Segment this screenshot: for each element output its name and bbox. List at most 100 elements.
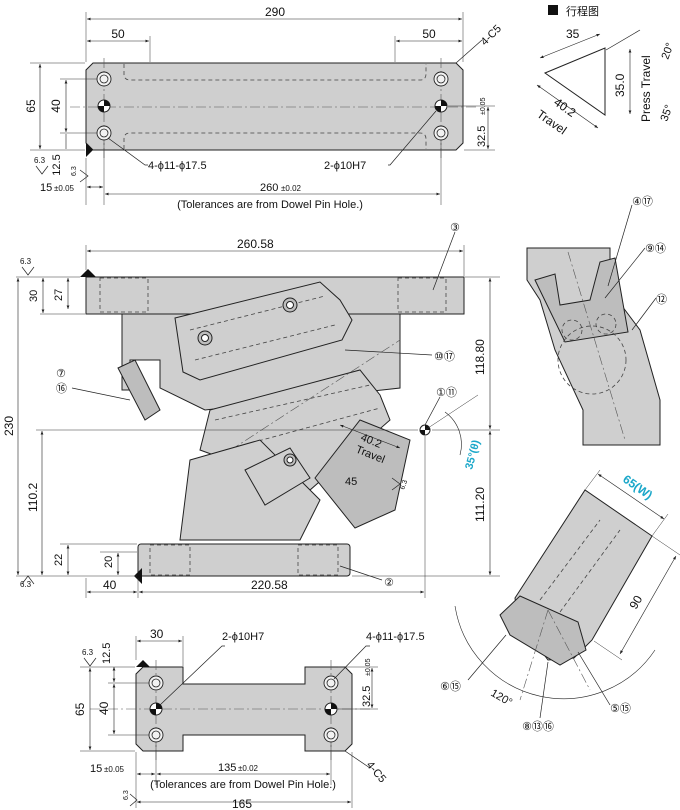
side-slider — [534, 257, 629, 343]
dim-top-span-tol: ±0.02 — [281, 184, 302, 193]
side-callout-2: ⑫ — [656, 293, 667, 306]
dim-front-x40: 40 — [103, 578, 117, 592]
dim-front-total: 230 — [2, 416, 16, 436]
front-roughness-label-c: 6.3 — [399, 479, 409, 491]
top-holes-label: 4-ϕ11-ϕ17.5 — [148, 160, 207, 172]
bottom-hole-ll — [148, 727, 164, 743]
dim-bottom-span-tol: ±0.02 — [238, 764, 259, 773]
bottom-view: 30 2-ϕ10H7 4-ϕ11-ϕ17.5 12.5 6.3 65 40 32… — [73, 627, 425, 810]
front-bolt-b-icon — [201, 334, 209, 342]
stroke-height: 35.0 — [613, 73, 627, 97]
top-hole-lr — [433, 125, 449, 141]
dim-front-base-width: 220.58 — [251, 578, 288, 592]
side-callout-1: ⑨⑭ — [645, 242, 666, 255]
rot-centerline — [519, 609, 549, 701]
dim-front-h27: 27 — [53, 289, 65, 301]
dim-top-span: 260 — [260, 182, 278, 194]
bottom-tolerance-note: (Tolerances are from Dowel Pin Hole.) — [150, 779, 336, 791]
front-callout-5: ② — [384, 577, 394, 589]
bottom-roughness-icon-b — [129, 793, 138, 807]
bottom-holes-label: 4-ϕ11-ϕ17.5 — [366, 631, 425, 643]
dim-front-h22: 22 — [53, 554, 65, 566]
dim-top-right-offset: 50 — [422, 27, 436, 41]
stroke-angle-top: 20° — [660, 41, 677, 61]
bottom-roughness-label: 6.3 — [82, 648, 94, 657]
top-hidden-line-b — [123, 132, 427, 149]
front-bolt-c-icon — [286, 456, 294, 464]
front-callout-2: ⑯ — [56, 382, 67, 395]
dim-bottom-w30: 30 — [150, 627, 164, 641]
dim-bottom-overall: 165 — [232, 797, 252, 810]
dim-front-lower-right: 111.20 — [473, 487, 487, 522]
front-base-datum-mark — [134, 568, 142, 584]
dim-top-edge-x-tol: ±0.05 — [54, 184, 75, 193]
dim-bottom-inner: 40 — [97, 701, 111, 715]
legend-title: 行程图 — [566, 5, 599, 18]
side-callout-0: ④⑰ — [632, 195, 653, 208]
top-view: 290 50 50 4-C5 65 40 12.5 6.3 6.3 32.5 ± — [24, 5, 504, 211]
front-handle — [117, 359, 161, 421]
dim-top-inner-height: 40 — [49, 99, 63, 113]
dim-front-lower: 110.2 — [26, 483, 40, 512]
rot-wedge — [499, 595, 587, 666]
rot-len: 90 — [626, 593, 645, 612]
bottom-hole-lr — [323, 727, 339, 743]
rot-callout-1: ⑧⑬⑯ — [522, 720, 554, 733]
rot-angle-arc — [454, 605, 656, 700]
dim-front-h20: 20 — [103, 556, 115, 568]
front-callout-0: ③ — [450, 222, 460, 234]
front-bolt-a-icon — [286, 301, 294, 309]
stroke-angle-bottom: 35° — [659, 103, 676, 123]
top-pin-l — [97, 99, 111, 113]
front-roughness-label: 6.3 — [20, 257, 32, 266]
dim-top-overall: 290 — [265, 5, 285, 19]
dim-bottom-pitch-tol: ±0.05 — [365, 658, 372, 676]
dim-front-h30: 30 — [28, 290, 40, 302]
dim-bottom-span: 135 — [218, 762, 236, 774]
bottom-hole-ul — [148, 675, 164, 691]
dim-top-pitch: 32.5 — [476, 126, 488, 147]
front-roughness-icon-c — [391, 477, 401, 491]
dim-bottom-edge-x-tol: ±0.05 — [104, 765, 125, 774]
dim-top-pitch-tol: ±0.05 — [480, 97, 487, 115]
dim-bottom-edge: 12.5 — [101, 643, 113, 664]
top-roughness-label-b: 6.3 — [71, 166, 78, 176]
stroke-base: 35 — [566, 27, 580, 41]
rot-callout-0: ⑥⑮ — [440, 680, 461, 693]
front-callout-3: ⑩⑰ — [434, 350, 455, 363]
bottom-hole-ur — [323, 675, 339, 691]
bottom-pin-r — [324, 702, 338, 716]
front-slider — [174, 281, 353, 381]
front-val45: 45 — [345, 476, 357, 488]
rot-width: 65(W) — [620, 472, 655, 502]
front-roughness-label-b: 6.3 — [20, 580, 32, 589]
top-pin-r — [434, 99, 448, 113]
top-roughness-icon-b — [79, 169, 89, 183]
dim-bottom-edge-x: 15 — [90, 763, 102, 775]
legend-square-icon — [548, 5, 558, 15]
bottom-pin-l — [149, 702, 163, 716]
bottom-roughness-icon — [83, 657, 97, 667]
front-datum-mark — [80, 269, 96, 277]
stroke-angle-line — [605, 29, 641, 51]
dim-bottom-pitch: 32.5 — [361, 686, 373, 707]
top-datum-mark — [86, 143, 93, 157]
top-plate — [85, 62, 464, 151]
dim-bottom-height: 65 — [73, 702, 87, 716]
dim-top-edge: 12.5 — [51, 154, 63, 175]
dim-front-upper-right: 118.80 — [473, 339, 487, 375]
top-chamfer-label: 4-C5 — [479, 23, 504, 48]
top-hole-ll — [96, 125, 112, 141]
bottom-datum-mark — [136, 660, 150, 667]
front-angle-label: 35°(θ) — [463, 438, 482, 470]
top-hole-ur — [433, 71, 449, 87]
dim-top-left-offset: 50 — [111, 27, 125, 41]
stroke-diagram: 35 35.0 40.2 Travel Press Travel 20° 35° — [534, 27, 676, 137]
top-tolerance-note: (Tolerances are from Dowel Pin Hole.) — [177, 199, 363, 211]
front-roughness-icon — [21, 266, 35, 276]
top-hole-ul — [96, 71, 112, 87]
bottom-roughness-label-b: 6.3 — [123, 790, 130, 800]
legend: 行程图 — [548, 5, 599, 18]
rot-angle: 120° — [489, 687, 515, 709]
